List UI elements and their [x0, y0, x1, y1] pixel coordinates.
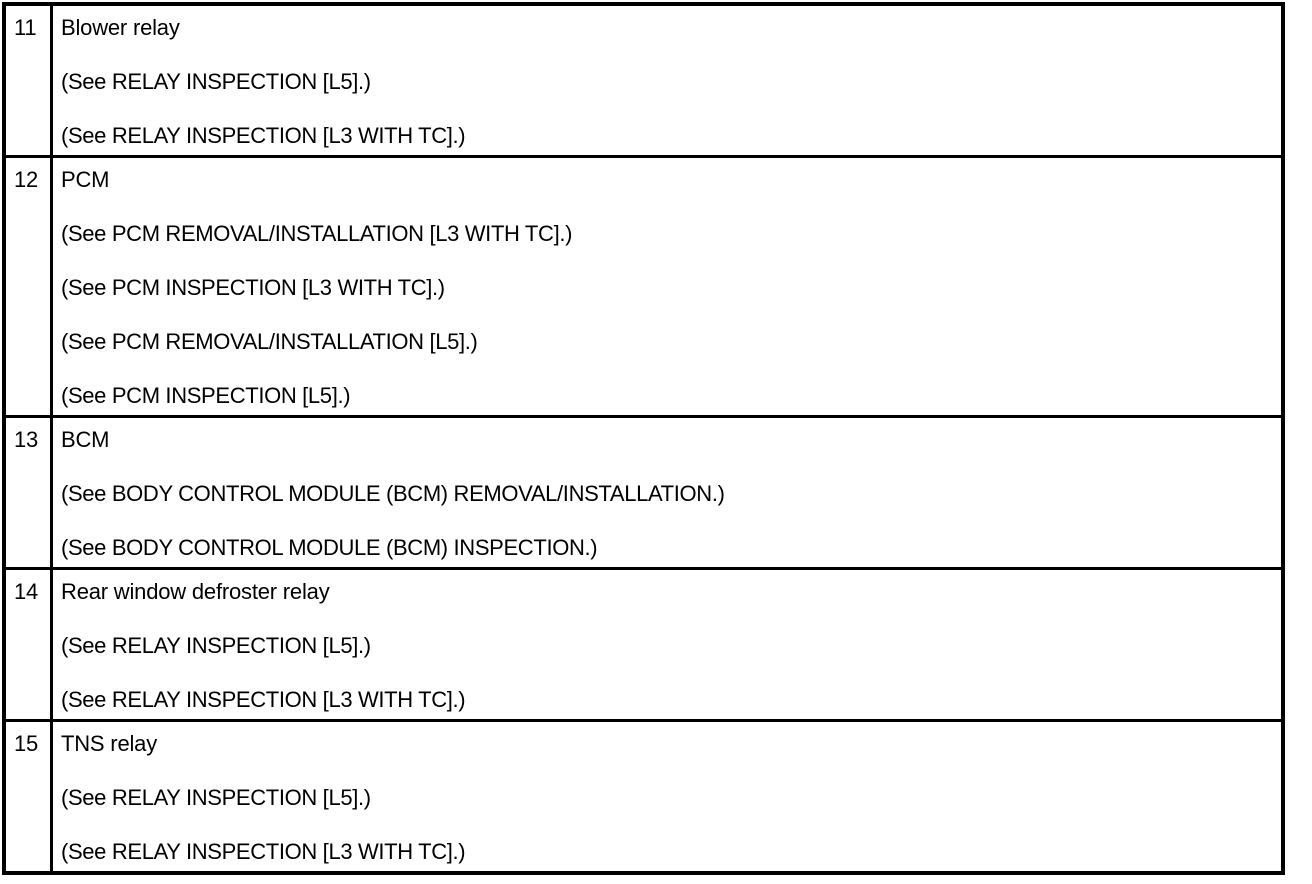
component-title: Blower relay	[61, 15, 180, 40]
row-number: 14	[14, 579, 39, 604]
reference-line: (See PCM INSPECTION [L3 WITH TC].)	[61, 275, 445, 300]
row-description-cell: TNS relay (See RELAY INSPECTION [L5].) (…	[51, 719, 1283, 873]
reference-line: (See PCM REMOVAL/INSTALLATION [L3 WITH T…	[61, 221, 573, 246]
component-title: PCM	[61, 167, 110, 192]
reference-line: (See RELAY INSPECTION [L5].)	[61, 633, 371, 658]
row-description-cell: PCM (See PCM REMOVAL/INSTALLATION [L3 WI…	[51, 155, 1283, 417]
reference-line: (See PCM REMOVAL/INSTALLATION [L5].)	[61, 329, 478, 354]
row-number-cell: 11	[4, 4, 53, 157]
row-number: 12	[14, 167, 39, 192]
row-number-cell: 12	[4, 155, 53, 417]
row-description-cell: Rear window defroster relay (See RELAY I…	[51, 567, 1283, 721]
row-number: 13	[14, 427, 39, 452]
table-body: 11 Blower relay (See RELAY INSPECTION [L…	[4, 4, 1283, 873]
reference-line: (See RELAY INSPECTION [L3 WITH TC].)	[61, 839, 466, 864]
row-number-cell: 14	[4, 567, 53, 721]
reference-line: (See RELAY INSPECTION [L5].)	[61, 785, 371, 810]
table-row: 15 TNS relay (See RELAY INSPECTION [L5].…	[4, 719, 1283, 873]
reference-line: (See BODY CONTROL MODULE (BCM) INSPECTIO…	[61, 535, 598, 560]
reference-line: (See PCM INSPECTION [L5].)	[61, 383, 351, 408]
reference-line: (See RELAY INSPECTION [L5].)	[61, 69, 371, 94]
row-number-cell: 13	[4, 415, 53, 569]
row-number-cell: 15	[4, 719, 53, 873]
table-row: 11 Blower relay (See RELAY INSPECTION [L…	[4, 4, 1283, 157]
component-title: TNS relay	[61, 731, 157, 756]
table-row: 12 PCM (See PCM REMOVAL/INSTALLATION [L3…	[4, 155, 1283, 417]
component-reference-table: 11 Blower relay (See RELAY INSPECTION [L…	[2, 2, 1285, 875]
row-description-cell: BCM (See BODY CONTROL MODULE (BCM) REMOV…	[51, 415, 1283, 569]
reference-line: (See BODY CONTROL MODULE (BCM) REMOVAL/I…	[61, 481, 725, 506]
table-row: 13 BCM (See BODY CONTROL MODULE (BCM) RE…	[4, 415, 1283, 569]
component-title: Rear window defroster relay	[61, 579, 330, 604]
component-title: BCM	[61, 427, 110, 452]
reference-line: (See RELAY INSPECTION [L3 WITH TC].)	[61, 123, 466, 148]
table-row: 14 Rear window defroster relay (See RELA…	[4, 567, 1283, 721]
row-number: 15	[14, 731, 39, 756]
row-number: 11	[14, 15, 37, 40]
row-description-cell: Blower relay (See RELAY INSPECTION [L5].…	[52, 4, 1284, 157]
reference-line: (See RELAY INSPECTION [L3 WITH TC].)	[61, 687, 466, 712]
